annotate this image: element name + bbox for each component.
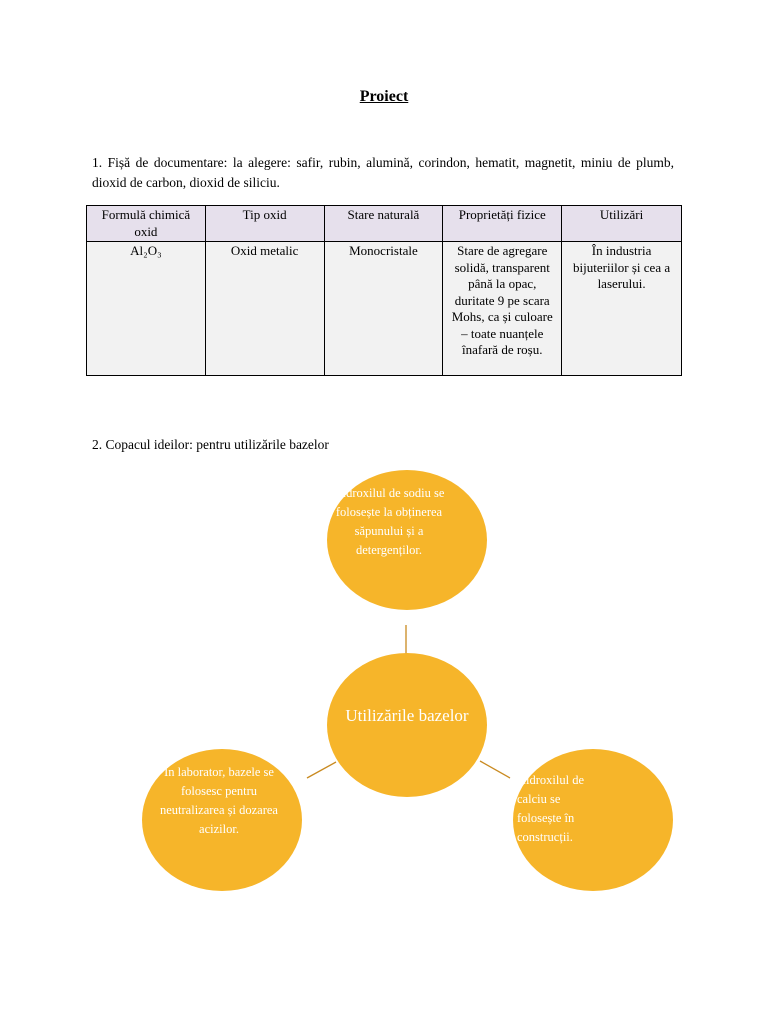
document-title: Proiect bbox=[359, 88, 409, 105]
table-header-row: Formulă chimică oxid Tip oxid Stare natu… bbox=[86, 205, 682, 242]
header-oxide-type: Tip oxid bbox=[204, 205, 325, 242]
cell-physical-properties: Stare de agregare solidă, transparent pâ… bbox=[442, 241, 563, 376]
bubble-top-text: Hidroxilul de sodiu se folosește la obți… bbox=[333, 486, 445, 557]
bubble-right-shape bbox=[513, 749, 673, 891]
table-row: Al₂O₃ Oxid metalic Monocristale Stare de… bbox=[86, 241, 682, 376]
section-2-heading: 2. Copacul ideilor: pentru utilizările b… bbox=[92, 437, 329, 452]
section-1-intro: 1. Fișă de documentare: la alegere: safi… bbox=[92, 155, 674, 190]
header-physical-properties: Proprietăți fizice bbox=[442, 205, 563, 242]
bubble-left-shape bbox=[142, 749, 302, 891]
header-natural-state: Stare naturală bbox=[323, 205, 444, 242]
bubble-left-text: În laborator, bazele se folosesc pentru … bbox=[160, 765, 278, 836]
documentation-table: Formulă chimică oxid Tip oxid Stare natu… bbox=[86, 205, 682, 376]
bubble-center-shape bbox=[327, 653, 487, 797]
bubble-right-text: Hidroxilul de calciu se folosește în con… bbox=[517, 773, 585, 844]
header-uses: Utilizări bbox=[561, 205, 682, 242]
idea-tree-diagram bbox=[142, 470, 673, 891]
cell-formula: Al₂O₃ bbox=[86, 241, 206, 376]
cell-natural-state: Monocristale bbox=[323, 241, 444, 376]
cell-uses: În industria bijuteriilor și cea a laser… bbox=[561, 241, 682, 376]
header-formula: Formulă chimică oxid bbox=[86, 205, 206, 242]
connector-right bbox=[479, 760, 511, 779]
cell-oxide-type: Oxid metalic bbox=[204, 241, 325, 376]
bubble-top-shape bbox=[327, 470, 487, 610]
bubble-center-text: Utilizările bazelor bbox=[345, 706, 469, 725]
connector-left bbox=[306, 761, 337, 779]
